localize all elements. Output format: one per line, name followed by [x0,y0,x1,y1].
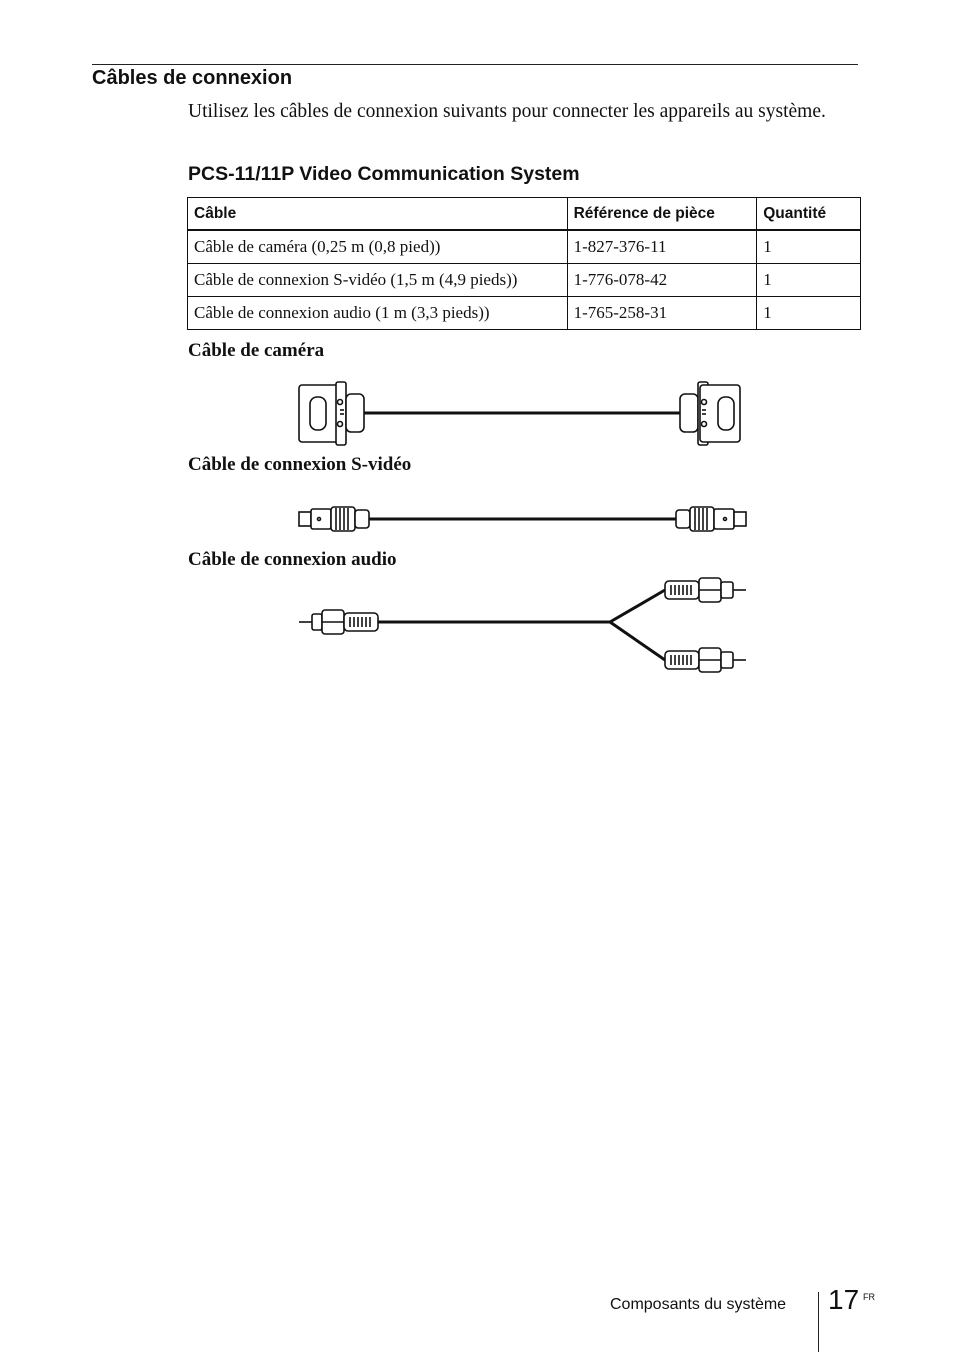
footer-section-name: Composants du système [610,1296,787,1313]
section-title: Câbles de connexion [92,67,293,89]
cell-cable: Câble de caméra (0,25 m (0,8 pied)) [187,229,568,264]
table-row: Câble de caméra (0,25 m (0,8 pied)) 1-82… [187,229,861,264]
cell-quantity: 1 [756,263,861,297]
table-row: Câble de connexion audio (1 m (3,3 pieds… [187,296,861,330]
page-number: 17 [828,1284,860,1315]
header-part-number: Référence de pièce [566,197,758,231]
page-language-code: FR [863,1292,875,1302]
footer-rule [818,1292,819,1352]
header-quantity: Quantité [756,197,861,231]
system-title: PCS-11/11P Video Communication System [188,163,580,185]
cell-part-number: 1-765-258-31 [566,296,758,330]
audio-cable-label: Câble de connexion audio [188,549,397,570]
top-rule [92,64,858,65]
camera-cable-illustration [298,381,741,446]
intro-paragraph: Utilisez les câbles de connexion suivant… [188,101,826,122]
header-cable: Câble [187,197,568,231]
svideo-cable-label: Câble de connexion S-vidéo [188,454,412,475]
cell-quantity: 1 [756,229,861,264]
svideo-cable-illustration [298,506,747,532]
cell-cable: Câble de connexion audio (1 m (3,3 pieds… [187,296,568,330]
camera-cable-label: Câble de caméra [188,340,325,361]
table-header-row: Câble Référence de pièce Quantité [187,197,861,231]
cable-table: Câble Référence de pièce Quantité Câble … [187,197,861,330]
audio-cable-illustration [299,577,746,673]
cell-quantity: 1 [756,296,861,330]
